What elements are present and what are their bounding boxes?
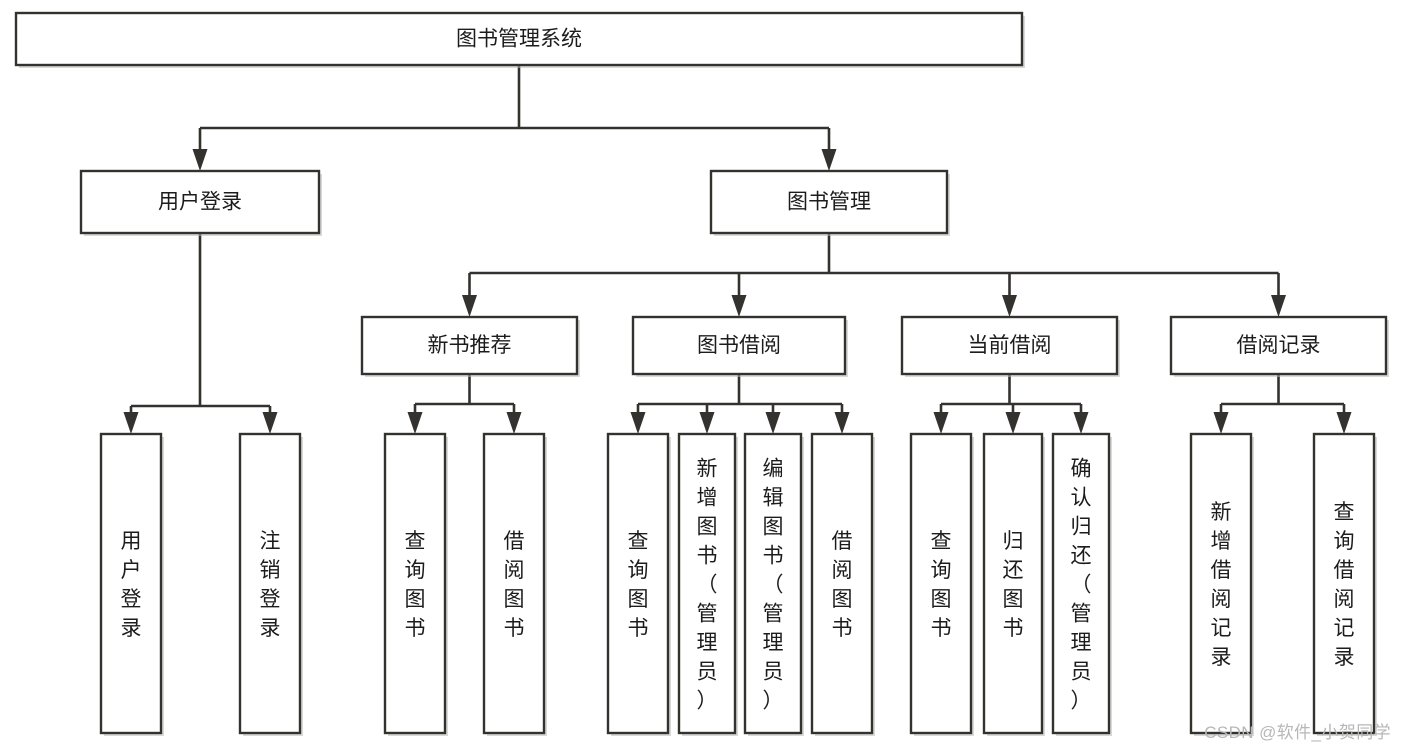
arrow-head-icon [192,149,208,171]
node-leaf-logout[interactable]: 注销登录 [238,432,303,736]
node-rect[interactable] [606,432,670,735]
node-leaf-query-book-1[interactable]: 查询图书 [383,432,448,736]
node-rect[interactable] [709,169,949,235]
node-book-manage[interactable]: 图书管理 [709,169,950,236]
arrow-head-icon [834,412,850,434]
node-label: 查询图书 [931,530,952,640]
arrow-head-icon [1271,295,1286,317]
node-leaf-return-book[interactable]: 归还图书 [982,432,1045,736]
node-label: 图书管理 [787,191,871,214]
node-label: 归还图书 [1003,530,1024,640]
node-rect[interactable] [743,432,803,735]
node-rect[interactable] [909,432,973,735]
node-rect[interactable] [383,432,447,735]
node-leaf-add-record[interactable]: 新增借阅记录 [1189,432,1254,736]
node-rect[interactable] [14,11,1024,67]
node-rect[interactable] [677,432,737,735]
node-label: 借阅图书 [504,530,525,640]
node-label: 新增图书（管理员） [697,458,718,713]
node-leaf-borrow-book-1[interactable]: 借阅图书 [482,432,547,736]
node-leaf-user-login[interactable]: 用户登录 [99,432,164,736]
csdn-watermark: CSDN @软件_小贺同学 [1204,723,1391,742]
node-label: 当前借阅 [968,334,1052,357]
arrow-head-icon [262,412,278,434]
arrow-head-icon [765,412,781,434]
connector-layer [123,65,1352,434]
node-label: 确认归还（管理员） [1071,458,1092,713]
node-label: 用户登录 [158,191,242,214]
arrow-head-icon [933,412,949,434]
node-book-borrow[interactable]: 图书借阅 [631,315,848,377]
node-leaf-borrow-book-2[interactable]: 借阅图书 [810,432,875,736]
node-current-borrow[interactable]: 当前借阅 [900,315,1120,377]
node-label: 用户登录 [121,530,142,640]
node-rect[interactable] [1189,432,1253,735]
node-new-book-rec[interactable]: 新书推荐 [360,315,580,377]
arrow-head-icon [1213,412,1229,434]
arrow-head-icon [630,412,646,434]
node-leaf-confirm-return[interactable]: 确认归还（管理员） [1051,432,1112,736]
arrow-head-icon [1073,412,1089,434]
node-label: 借阅图书 [832,530,853,640]
node-rect[interactable] [482,432,546,735]
node-rect[interactable] [900,315,1119,376]
arrow-head-icon [1336,412,1352,434]
arrow-head-icon [1005,412,1021,434]
node-label: 查询借阅记录 [1334,501,1355,669]
node-rect[interactable] [1312,432,1376,735]
node-borrow-record[interactable]: 借阅记录 [1169,315,1389,377]
node-root[interactable]: 图书管理系统 [14,11,1025,68]
node-rect[interactable] [631,315,847,376]
node-rect[interactable] [1051,432,1111,735]
node-rect[interactable] [238,432,302,735]
arrow-head-icon [506,412,522,434]
arrow-head-icon [1002,295,1017,317]
node-label: 查询图书 [628,530,649,640]
node-user-login[interactable]: 用户登录 [79,169,322,236]
node-leaf-edit-book[interactable]: 编辑图书（管理员） [743,432,804,736]
node-rect[interactable] [360,315,579,376]
node-label: 查询图书 [405,530,426,640]
arrow-head-icon [123,412,139,434]
node-rect[interactable] [79,169,321,235]
arrow-head-icon [407,412,423,434]
node-label: 图书管理系统 [456,28,582,51]
arrow-head-icon [699,412,715,434]
node-label: 新书推荐 [428,334,512,357]
node-rect[interactable] [982,432,1044,735]
node-label: 编辑图书（管理员） [763,458,784,713]
node-leaf-add-book[interactable]: 新增图书（管理员） [677,432,738,736]
node-rect[interactable] [99,432,163,735]
node-leaf-query-record[interactable]: 查询借阅记录 [1312,432,1377,736]
arrow-head-icon [731,295,747,317]
node-leaf-query-book-3[interactable]: 查询图书 [909,432,974,736]
arrow-head-icon [462,295,477,317]
node-label: 新增借阅记录 [1211,501,1232,669]
arrow-head-icon [821,149,837,171]
node-label: 借阅记录 [1237,334,1321,357]
node-rect[interactable] [1169,315,1388,376]
node-rect[interactable] [810,432,874,735]
node-label: 图书借阅 [697,334,781,357]
node-leaf-query-book-2[interactable]: 查询图书 [606,432,671,736]
node-label: 注销登录 [260,530,281,640]
node-layer: 图书管理系统用户登录图书管理新书推荐图书借阅当前借阅借阅记录用户登录注销登录查询… [14,11,1389,736]
